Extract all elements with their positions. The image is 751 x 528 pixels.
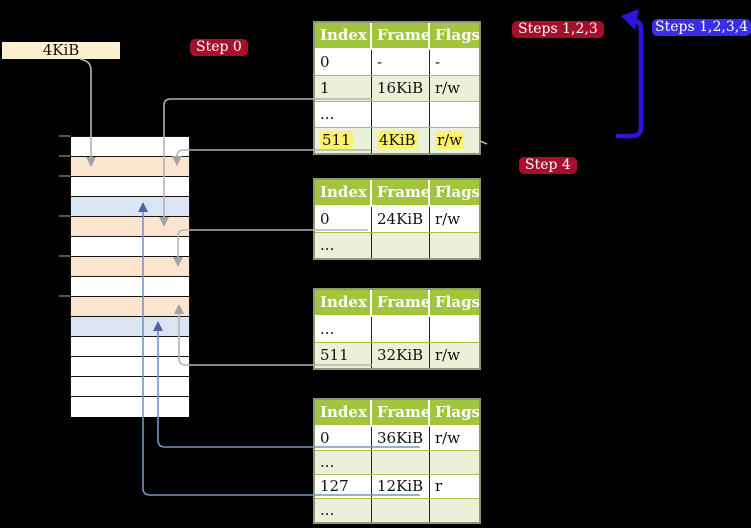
table-row: 127 12KiB r [315, 475, 479, 499]
header-index: Index [315, 290, 372, 315]
page-table-2: Index Frame Flags 0 24KiB r/w ... [313, 178, 481, 260]
recursive-entry-stub [479, 140, 488, 145]
table-cell: 1 [315, 76, 372, 101]
table-cell: 511 [315, 343, 372, 368]
header-frame: Frame [372, 290, 430, 315]
table-cell: 127 [315, 475, 372, 498]
table-cell [430, 499, 479, 522]
table-cell: r/w [435, 210, 461, 228]
table-cell: 4KiB [372, 128, 430, 153]
table-cell [372, 451, 430, 474]
table-cell: r/w [430, 128, 479, 153]
header-frame: Frame [372, 400, 430, 425]
table-header-row: Index Frame Flags [315, 290, 479, 317]
table-cell: ... [315, 102, 372, 127]
physical-memory-column [70, 136, 190, 417]
table-cell: - [372, 50, 430, 75]
memory-row [71, 337, 189, 357]
memory-row-page-table [71, 257, 189, 277]
highlighted-value: 4KiB [377, 131, 418, 149]
table-header-row: Index Frame Flags [315, 400, 479, 427]
table-row: ... [315, 102, 479, 128]
memory-row [71, 277, 189, 297]
table-cell [372, 233, 430, 258]
table-cell [372, 499, 430, 522]
address-tick-marks [59, 135, 70, 297]
highlighted-value: r/w [435, 131, 465, 149]
memory-row-mapped-frame [71, 197, 189, 217]
table-header-row: Index Frame Flags [315, 23, 479, 50]
table-cell: r [435, 477, 443, 495]
table-cell: r/w [435, 79, 461, 97]
steps123-badge: Steps 1,2,3 [512, 21, 604, 38]
table-cell [372, 317, 430, 342]
page-table-1: Index Frame Flags 0 - - 1 16KiB r/w ... … [313, 21, 481, 155]
header-index: Index [315, 180, 372, 205]
header-frame: Frame [372, 23, 430, 48]
highlighted-value: 511 [320, 131, 353, 149]
page-table-4: Index Frame Flags 0 36KiB r/w ... 127 12… [313, 398, 481, 524]
memory-address-label: 4KiB [2, 42, 120, 59]
header-flags: Flags [435, 183, 479, 201]
recursive-loop-arrow [615, 9, 644, 139]
table-cell: r/w [435, 346, 461, 364]
memory-row [71, 137, 189, 157]
step0-badge: Step 0 [190, 39, 248, 56]
table-cell: 32KiB [372, 343, 430, 368]
table-cell: r/w [435, 429, 461, 447]
steps1234-badge: Steps 1,2,3,4 [652, 19, 751, 36]
header-flags: Flags [435, 293, 479, 311]
table-cell: 511 [315, 128, 372, 153]
table-cell [430, 102, 479, 127]
memory-row-mapped-frame [71, 317, 189, 337]
table-row: 0 - - [315, 50, 479, 76]
memory-row-page-table [71, 217, 189, 237]
step4-badge: Step 4 [519, 157, 577, 174]
table-cell: 24KiB [372, 207, 430, 232]
table-cell [372, 102, 430, 127]
memory-row [71, 397, 189, 417]
table-cell [430, 233, 479, 258]
table-cell: 12KiB [372, 475, 430, 498]
table-cell: - [435, 53, 441, 71]
table-cell: ... [315, 451, 372, 474]
header-flags: Flags [435, 403, 479, 421]
page-table-3: Index Frame Flags ... 511 32KiB r/w [313, 288, 481, 370]
header-flags: Flags [435, 26, 479, 44]
table-cell: ... [315, 499, 372, 522]
table-cell [430, 317, 479, 342]
table-cell: 0 [315, 50, 372, 75]
table-row: ... [315, 233, 479, 258]
memory-row-page-table [71, 297, 189, 317]
table-row: 0 36KiB r/w [315, 427, 479, 451]
memory-row [71, 357, 189, 377]
table-row: ... [315, 317, 479, 343]
table-row: ... [315, 451, 479, 475]
table-cell: 0 [315, 207, 372, 232]
memory-row [71, 377, 189, 397]
table-cell: 16KiB [372, 76, 430, 101]
table-header-row: Index Frame Flags [315, 180, 479, 207]
table-row: 511 32KiB r/w [315, 343, 479, 368]
table-cell: 36KiB [372, 427, 430, 450]
table-cell: ... [315, 233, 372, 258]
header-index: Index [315, 400, 372, 425]
table-row-recursive-entry: 511 4KiB r/w [315, 128, 479, 153]
table-row: 1 16KiB r/w [315, 76, 479, 102]
table-cell: ... [315, 317, 372, 342]
memory-row [71, 237, 189, 257]
table-cell: 0 [315, 427, 372, 450]
header-index: Index [315, 23, 372, 48]
memory-row-page-table [71, 157, 189, 177]
table-cell [430, 451, 479, 474]
header-frame: Frame [372, 180, 430, 205]
memory-row [71, 177, 189, 197]
table-row: ... [315, 499, 479, 522]
table-row: 0 24KiB r/w [315, 207, 479, 233]
